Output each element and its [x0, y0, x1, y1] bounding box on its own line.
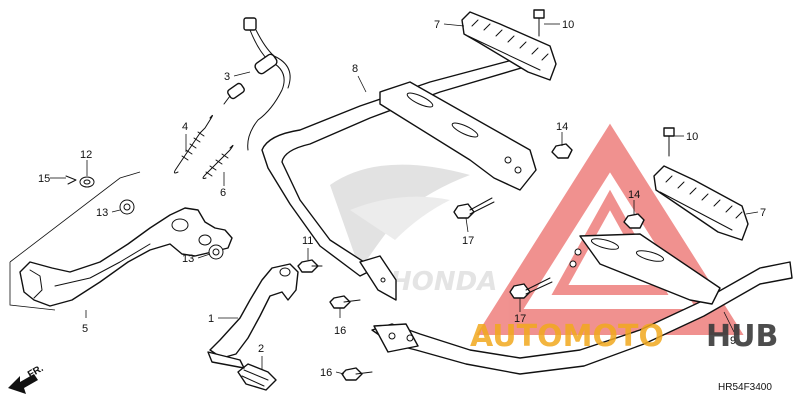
callout-15: 15 — [38, 173, 50, 185]
callout-8: 8 — [352, 63, 358, 75]
callout-7-lower: 7 — [760, 207, 766, 219]
callout-14-lower: 14 — [628, 189, 640, 201]
callout-16-lower: 16 — [320, 367, 332, 379]
callout-10-lower: 10 — [686, 131, 698, 143]
callout-11: 11 — [302, 235, 313, 247]
svg-text:HONDA: HONDA — [390, 267, 497, 297]
bolt-17-lower — [509, 277, 553, 299]
drawing-code: HR54F3400 — [718, 382, 772, 393]
honda-wing-emblem: HONDA — [330, 164, 497, 297]
bolt-16-lower — [341, 367, 373, 381]
callout-7-upper: 7 — [434, 19, 440, 31]
spring-6 — [202, 144, 234, 179]
callout-17-lower: 17 — [514, 313, 526, 325]
bolt-11 — [297, 259, 323, 273]
bolt-17-upper — [453, 197, 495, 219]
front-direction-arrow: FR. — [8, 363, 46, 394]
nut-14-lower — [623, 213, 645, 229]
callout-9: 9 — [730, 335, 736, 347]
brake-switch-3 — [223, 17, 291, 151]
watermark-word-primary: AUTOMOTO — [470, 319, 664, 354]
callout-3: 3 — [224, 71, 230, 83]
foot-peg-7-upper — [461, 11, 557, 81]
callout-17-upper: 17 — [462, 235, 474, 247]
bolt-10-upper — [533, 9, 545, 37]
leader-lines — [50, 23, 759, 375]
callout-14-upper: 14 — [556, 121, 568, 133]
step-bar-9 — [371, 233, 793, 375]
watermark-word-secondary: HUB — [706, 319, 778, 354]
shift-pedal-rubber-2 — [207, 351, 277, 391]
bolt-10-lower — [663, 127, 675, 157]
callout-13-left: 13 — [96, 207, 108, 219]
callout-4: 4 — [182, 121, 188, 133]
cotter-pin-15 — [65, 175, 77, 185]
callout-16-upper: 16 — [334, 325, 346, 337]
callout-13-right: 13 — [182, 253, 194, 265]
callout-1: 1 — [208, 313, 214, 325]
callout-12: 12 — [80, 149, 92, 161]
nut-14-upper — [551, 143, 573, 159]
step-bar-8 — [261, 57, 537, 301]
shift-pedal-1 — [209, 263, 299, 359]
foot-peg-7-lower — [653, 165, 749, 241]
direction-label: FR. — [26, 363, 46, 381]
callout-5: 5 — [82, 323, 88, 335]
callout-10-upper: 10 — [562, 19, 574, 31]
bolt-16-upper — [329, 295, 361, 309]
callout-6: 6 — [220, 187, 226, 199]
washer-12 — [79, 176, 95, 188]
watermark-logo: AUTOMOTO HUB — [470, 319, 778, 354]
callout-2: 2 — [258, 343, 264, 355]
brake-pedal-assembly — [9, 171, 233, 311]
callout-labels: 1 2 3 4 5 6 7 7 8 9 10 10 11 12 13 13 14… — [38, 19, 766, 379]
spring-4 — [173, 114, 213, 174]
